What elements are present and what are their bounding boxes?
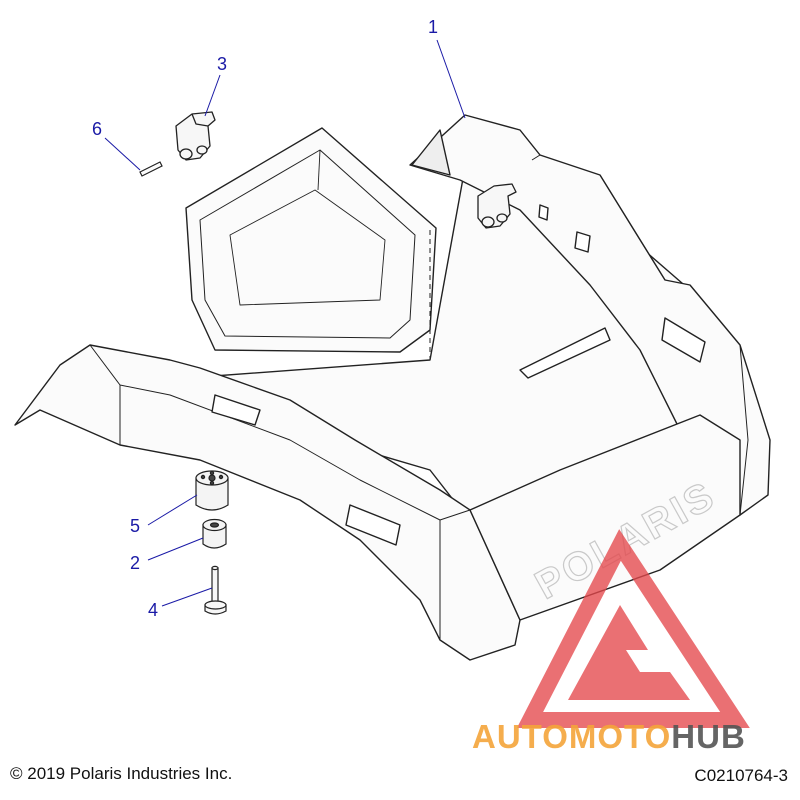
copyright-text: © 2019 Polaris Industries Inc. [10,764,233,783]
watermark-text-orange: AUTOMOTO [472,718,672,755]
bolt-part-4 [204,565,227,615]
spacer-part-2 [202,518,227,549]
latch-part-3 [175,111,216,161]
pin-part-6 [139,161,163,177]
callout-6: 6 [92,119,103,139]
callout-4: 4 [148,600,159,620]
rear-rack-part-1 [14,114,771,661]
callout-5: 5 [130,516,141,536]
leader-lines [104,39,466,607]
callout-3: 3 [217,54,228,74]
grommet-part-5 [195,470,229,511]
watermark-text: AUTOMOTOHUB [472,718,746,756]
watermark-logo-icon [516,529,750,728]
callout-1: 1 [428,17,439,37]
figure-id: C0210764-3 [694,766,788,785]
callout-2: 2 [130,553,141,573]
watermark-text-gray: HUB [671,718,746,755]
latch-installed-icon [477,183,517,229]
